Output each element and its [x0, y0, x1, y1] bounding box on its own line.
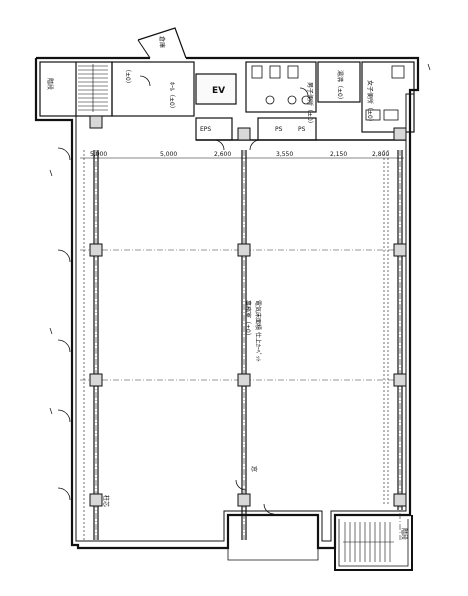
- column: [393, 493, 407, 507]
- column: [237, 127, 251, 141]
- doors: [57, 75, 309, 515]
- door-swing: [57, 147, 71, 161]
- pipe-space-label: PS: [298, 126, 306, 133]
- column: [393, 373, 407, 387]
- elevator-label: EV: [212, 86, 225, 96]
- column: [89, 243, 103, 257]
- door-swing: [139, 75, 151, 87]
- office-note-label: 電気床面積 仕上ｶｰﾍﾟｯﾄ: [254, 300, 262, 362]
- service-core: [39, 61, 415, 141]
- wc-m-label: 男子便所（±0）: [306, 82, 314, 127]
- column: [237, 373, 251, 387]
- door-swing: [213, 139, 225, 151]
- door-swing: [57, 249, 71, 263]
- column: [89, 373, 103, 387]
- door-swing: [263, 503, 275, 515]
- wc-m-box: [245, 61, 317, 113]
- balcony-label: （±0）: [124, 66, 131, 87]
- pantry-box: [317, 61, 361, 103]
- hall-label: ﾎｰﾙ（±0）: [168, 82, 175, 112]
- dimension-label: 2,600: [214, 151, 231, 158]
- office-floor-label: 事務室（±0）: [244, 300, 252, 339]
- dimension-label: 2,150: [330, 151, 347, 158]
- wc-f-label: 女子便所（±0）: [366, 80, 374, 125]
- column: [89, 493, 103, 507]
- elevator-box: [195, 73, 237, 105]
- dimension-line: 5,000 5,000 2,600 3,550 2,150 2,800: [80, 151, 404, 159]
- stair-left-label: 階段: [46, 78, 54, 90]
- column: [393, 127, 407, 141]
- toilet-fixtures: [251, 65, 405, 121]
- eps-label: EPS: [200, 126, 211, 133]
- stair-left-treads: [78, 64, 108, 112]
- wc-f-box: [361, 61, 415, 133]
- pantry-label: 湯沸（±0）: [336, 70, 344, 103]
- store-label: 倉庫: [158, 36, 166, 48]
- stair-right-treads: [343, 522, 394, 562]
- door-swing: [299, 87, 309, 97]
- hall-box: [111, 61, 195, 117]
- column: [237, 243, 251, 257]
- ps-label: PS: [275, 126, 283, 133]
- dimension-label: 5,000: [90, 151, 107, 158]
- columns: [89, 115, 407, 507]
- outer-wall: [34, 27, 420, 571]
- column: [237, 493, 251, 507]
- window-label: 窓: [250, 466, 258, 472]
- dimension-label: 3,550: [276, 151, 293, 158]
- door-swing: [57, 339, 71, 353]
- door-swing: [57, 487, 71, 501]
- dimension-label: 2,800: [372, 151, 389, 158]
- column: [393, 243, 407, 257]
- door-swing: [57, 409, 71, 423]
- column: [89, 115, 103, 129]
- interior-walls: [93, 150, 403, 540]
- door-swing: [249, 139, 261, 151]
- pillar-label: 柱芯: [102, 495, 110, 507]
- edge-ticks: [49, 63, 431, 415]
- door-swing: [235, 479, 247, 491]
- windows-right: [383, 150, 389, 505]
- stair-right-label: 階段: [400, 528, 408, 540]
- labels: EV EPS PS 事務室（±0） 電気床面積 仕上ｶｰﾍﾟｯﾄ ﾎｰﾙ（±0）…: [46, 36, 408, 540]
- dimension-label: 5,000: [160, 151, 177, 158]
